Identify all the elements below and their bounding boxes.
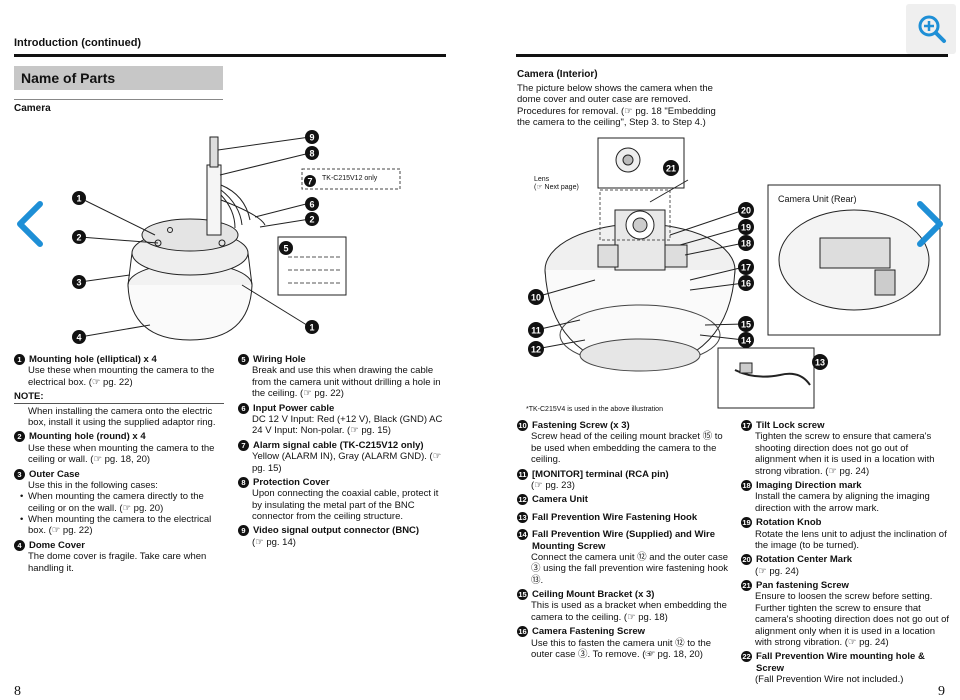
callout-marker: 3	[72, 275, 86, 289]
svg-text:7: 7	[307, 177, 312, 187]
svg-text:1: 1	[309, 323, 314, 333]
callout-marker: 1	[72, 191, 86, 205]
prev-page-button[interactable]	[12, 200, 48, 248]
callout-marker: 2	[305, 212, 319, 226]
svg-text:6: 6	[309, 200, 314, 210]
callout-marker: 20	[738, 202, 754, 218]
callout-marker: 8	[305, 146, 319, 160]
callout-marker: 9	[305, 130, 319, 144]
callout-marker: 7	[304, 175, 316, 187]
zoom-in-icon	[918, 15, 946, 43]
callout-marker: 11	[528, 322, 544, 338]
svg-text:1: 1	[76, 194, 81, 204]
callout-marker: 10	[528, 289, 544, 305]
svg-text:10: 10	[531, 293, 541, 303]
list-item: 11[MONITOR] terminal (RCA pin) (☞ pg. 23…	[517, 468, 669, 491]
svg-text:5: 5	[283, 244, 288, 254]
intro-text: The picture below shows the camera when …	[517, 83, 716, 129]
lens-ref: (☞ Next page)	[534, 184, 579, 191]
svg-text:12: 12	[531, 345, 541, 355]
camera-rear-label: Camera Unit (Rear)	[778, 194, 857, 204]
tk-c215v12-label: TK-C215V12 only	[322, 175, 378, 182]
callout-marker: 19	[738, 219, 754, 235]
svg-text:11: 11	[531, 326, 541, 336]
chevron-left-icon	[17, 201, 43, 247]
svg-text:8: 8	[309, 149, 314, 159]
svg-text:18: 18	[741, 239, 751, 249]
page-header-left: Introduction (continued)	[14, 37, 142, 49]
callout-marker: 1	[305, 320, 319, 334]
page-number-right: 9	[938, 684, 945, 699]
left-callouts: 1 2 3 4 5 6 7 8 9 1 2	[72, 130, 319, 344]
note-block: NOTE: When installing the camera onto th…	[14, 391, 224, 428]
svg-text:2: 2	[309, 215, 314, 225]
svg-text:13: 13	[815, 358, 825, 368]
illustration-footnote: *TK-C215V4 is used in the above illustra…	[526, 406, 663, 413]
svg-text:16: 16	[741, 279, 751, 289]
callout-marker: 21	[663, 160, 679, 176]
svg-text:2: 2	[76, 233, 81, 243]
callout-marker: 14	[738, 332, 754, 348]
chevron-right-icon	[917, 201, 943, 247]
subsection-title: Camera	[14, 103, 51, 114]
lens-label: Lens	[534, 176, 550, 183]
callout-marker: 4	[72, 330, 86, 344]
callout-marker: 5	[279, 241, 293, 255]
svg-text:15: 15	[741, 320, 751, 330]
header-rule-right	[516, 54, 948, 57]
subsection-title-right: Camera (Interior)	[517, 69, 598, 80]
section-title: Name of Parts	[14, 66, 223, 90]
callout-marker: 2	[72, 230, 86, 244]
svg-text:21: 21	[666, 164, 676, 174]
callout-marker: 17	[738, 259, 754, 275]
zoom-button[interactable]	[906, 4, 956, 54]
callout-marker: 15	[738, 316, 754, 332]
section-rule	[14, 99, 223, 100]
camera-interior-diagram	[535, 137, 941, 409]
next-page-button[interactable]	[912, 200, 948, 248]
callout-marker: 12	[528, 341, 544, 357]
callout-marker: 16	[738, 275, 754, 291]
header-rule-left	[14, 54, 446, 57]
right-callouts: 21 20 19 18 17 16 15 14 13 10 11 12	[528, 160, 828, 370]
svg-text:17: 17	[741, 263, 751, 273]
svg-text:3: 3	[76, 278, 81, 288]
svg-text:14: 14	[741, 336, 751, 346]
page-number-left: 8	[14, 684, 21, 699]
callout-marker: 6	[305, 197, 319, 211]
callout-marker: 13	[812, 354, 828, 370]
svg-text:20: 20	[741, 206, 751, 216]
svg-text:9: 9	[309, 133, 314, 143]
svg-text:4: 4	[76, 333, 81, 343]
svg-text:19: 19	[741, 223, 751, 233]
callout-marker: 18	[738, 235, 754, 251]
